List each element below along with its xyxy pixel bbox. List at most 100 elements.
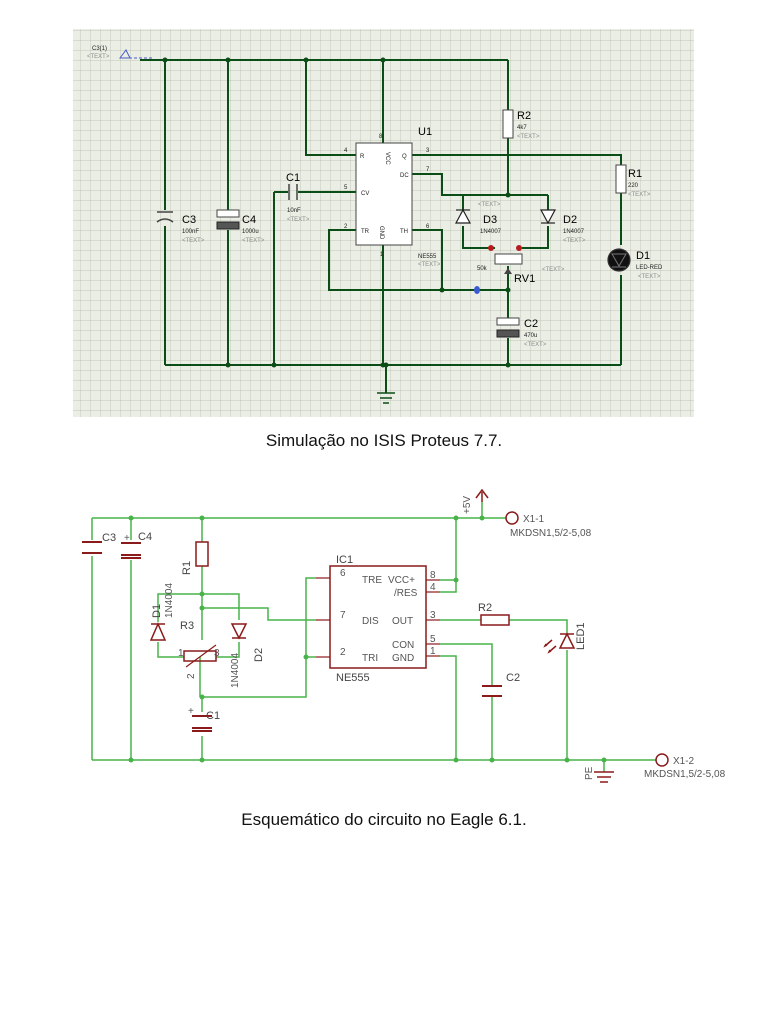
d1-value: LED-RED: [636, 265, 663, 271]
r1-value: 220: [628, 183, 639, 189]
eagle-ic1-pinnum-gnd: 1: [430, 646, 436, 657]
c2-ref: C2: [524, 318, 538, 330]
eagle-r3-pin3: 3: [214, 648, 220, 659]
eagle-ic1-pinnum-vcc: 8: [430, 570, 436, 581]
eagle-led1-icon: [543, 632, 576, 654]
eagle-d1-value: 1N4004: [164, 583, 175, 618]
eagle-ic1-pin-dis: DIS: [362, 616, 379, 627]
probe-node-marker: [474, 286, 480, 294]
eagle-ic1-pin-vcc: VCC+: [388, 575, 415, 586]
u1-pin-th: TH: [400, 229, 408, 235]
eagle-ic1-pin-con: CON: [392, 640, 414, 651]
eagle-c1-plus: +: [188, 706, 194, 717]
u1-sub: <TEXT>: [418, 262, 441, 268]
eagle-junctions: [128, 515, 607, 763]
eagle-r1-ref: R1: [181, 561, 193, 575]
x1-1-terminal-icon: [505, 511, 519, 525]
probe-label: C3(1): [92, 46, 107, 52]
eagle-ic1-pinnum-tri: 2: [340, 647, 346, 658]
u1-pin-gnd: GND: [378, 226, 384, 240]
eagle-ic1-pinnum-res: 4: [430, 582, 436, 593]
eagle-ic1-pin-lines: [316, 577, 440, 658]
r2-resistor-symbol: [502, 109, 514, 139]
c4-electrolytic-symbol: [216, 209, 240, 230]
eagle-r3-symbol: [183, 650, 217, 662]
eagle-r3-pin2: 2: [186, 673, 197, 679]
u1-pinnum-gnd: 1: [380, 252, 384, 258]
c3-sub: <TEXT>: [182, 238, 205, 244]
eagle-ic1-pinnum-out: 3: [430, 610, 436, 621]
proteus-ground-symbol: [377, 392, 395, 404]
c1-sub: <TEXT>: [287, 217, 310, 223]
d3-diode-symbol: [454, 208, 472, 224]
rv1-potentiometer-symbol: [488, 245, 523, 274]
d1-ref: D1: [636, 250, 650, 262]
probe-marker: [119, 49, 154, 59]
supply-label: +5V: [462, 496, 473, 514]
c3-ref: C3: [182, 214, 196, 226]
rv1-ref: RV1: [514, 273, 535, 285]
d1-led-symbol: [607, 248, 631, 272]
eagle-c3-symbol: [82, 541, 102, 554]
eagle-ic1-pin-tre: TRE: [362, 575, 382, 586]
eagle-r3-ref: R3: [180, 620, 194, 632]
x1-1-ref: X1-1: [523, 514, 545, 525]
d3-sub: <TEXT>: [478, 202, 501, 208]
d2-value: 1N4007: [563, 229, 585, 235]
rv1-sub: <TEXT>: [542, 267, 565, 273]
eagle-wires: [91, 502, 656, 772]
eagle-ic1-pinnum-con: 5: [430, 634, 436, 645]
eagle-ic1-body: [329, 565, 427, 669]
u1-pinnum-th: 6: [426, 224, 430, 230]
r1-sub: <TEXT>: [628, 192, 651, 198]
eagle-c3-ref: C3: [102, 532, 116, 544]
eagle-ic1-pin-tri: TRI: [362, 653, 378, 664]
eagle-d1-diode-icon: [149, 622, 167, 641]
eagle-c4-ref: C4: [138, 531, 152, 543]
eagle-c1-ref: C1: [206, 710, 220, 722]
r1-ref: R1: [628, 168, 642, 180]
eagle-led1-ref: LED1: [575, 622, 587, 650]
eagle-ic1-pin-res: /RES: [394, 588, 418, 599]
eagle-ic1-ref: IC1: [336, 554, 353, 566]
u1-pin-vcc: VCC: [384, 152, 390, 165]
proteus-schematic: C3(1) <TEXT> R VCC Q DC CV TR GND TH 4 8…: [73, 29, 694, 417]
u1-pin-r: R: [360, 154, 365, 160]
eagle-r2-symbol: [480, 614, 510, 626]
d1-sub: <TEXT>: [638, 274, 661, 280]
r2-sub: <TEXT>: [517, 134, 540, 140]
eagle-c2-ref: C2: [506, 672, 520, 684]
eagle-d2-ref: D2: [253, 648, 265, 662]
eagle-c4-plus: +: [124, 533, 130, 544]
d2-sub: <TEXT>: [563, 238, 586, 244]
u1-pinnum-dc: 7: [426, 167, 430, 173]
c2-sub: <TEXT>: [524, 342, 547, 348]
eagle-c1-symbol: [192, 715, 212, 732]
c1-capacitor-symbol: [288, 184, 298, 200]
c4-value: 1000u: [242, 229, 259, 235]
eagle-ic1-pinnum-dis: 7: [340, 610, 346, 621]
c1-ref: C1: [286, 172, 300, 184]
proteus-junctions: [162, 57, 511, 368]
eagle-c4-symbol: [121, 542, 141, 559]
x1-2-ref: X1-2: [673, 756, 695, 767]
eagle-ic1-type: NE555: [336, 672, 370, 684]
u1-pin-cv: CV: [361, 191, 369, 197]
eagle-c2-symbol: [482, 685, 502, 697]
eagle-d2-diode-icon: [230, 623, 248, 640]
r2-value: 4k7: [517, 125, 527, 131]
eagle-schematic: +5V X1-1 MKDSN1,5/2-5,08 X1-2 MKDSN1,5/2…: [82, 488, 726, 783]
supply-arrow-icon: [475, 488, 489, 502]
c1-value: 10nF: [287, 208, 301, 214]
eagle-d2-value: 1N4004: [230, 653, 241, 688]
x1-2-part: MKDSN1,5/2-5,08: [644, 769, 726, 780]
u1-pinnum-r: 4: [344, 148, 348, 154]
u1-pinnum-q: 3: [426, 148, 430, 154]
r1-resistor-symbol: [615, 164, 627, 194]
u1-pin-q: Q: [402, 154, 407, 160]
x1-1-part: MKDSN1,5/2-5,08: [510, 528, 592, 539]
d3-ref: D3: [483, 214, 497, 226]
u1-pin-tr: TR: [361, 229, 370, 235]
eagle-r1-symbol: [195, 541, 209, 567]
x1-2-terminal-icon: [655, 753, 669, 767]
